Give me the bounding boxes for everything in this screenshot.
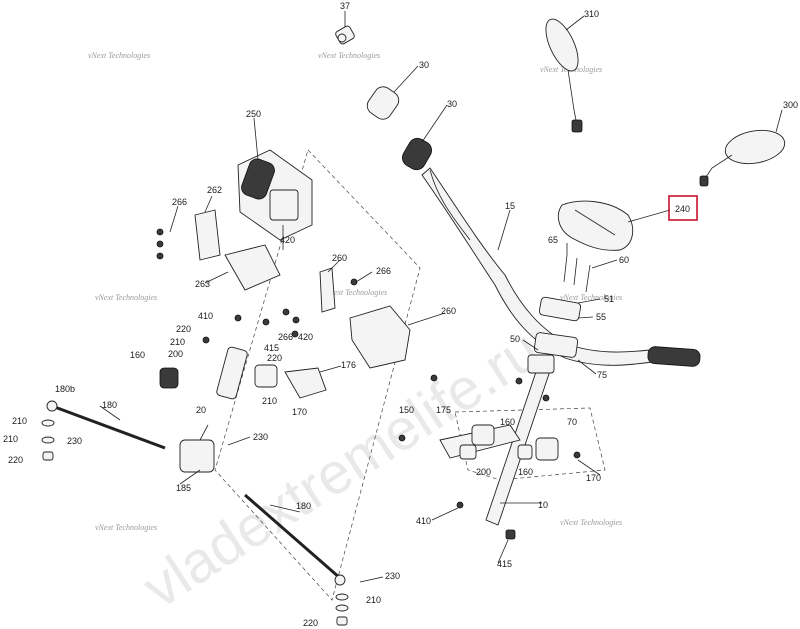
callout-170: 170 [586, 473, 601, 483]
callout-230: 230 [67, 436, 82, 446]
callout-175: 175 [436, 405, 451, 415]
bolts-65[interactable] [563, 254, 591, 293]
callout-266: 266 [376, 266, 391, 276]
callout-55: 55 [596, 312, 606, 322]
bar-end-plug[interactable] [335, 25, 356, 45]
callout-250: 250 [246, 109, 261, 119]
left-mirror[interactable] [539, 15, 584, 133]
callout-180: 180 [102, 400, 117, 410]
callout-185: 185 [176, 483, 191, 493]
callout-150: 150 [399, 405, 414, 415]
callout-240: 240 [675, 204, 690, 214]
callout-200: 200 [476, 467, 491, 477]
power-steering-unit[interactable] [237, 149, 313, 250]
callout-30: 30 [447, 99, 457, 109]
callout-176: 176 [341, 360, 356, 370]
callout-60: 60 [619, 255, 629, 265]
watermark-vnext: vNext Technologies [95, 293, 157, 302]
steering-column[interactable] [485, 354, 555, 526]
bracket-263[interactable] [224, 244, 281, 291]
small-hardware [156, 228, 581, 509]
callout-220: 220 [303, 618, 318, 628]
callout-210: 210 [170, 337, 185, 347]
callout-220: 220 [267, 353, 282, 363]
watermark-vnext: vNext Technologies [560, 518, 622, 527]
callout-50: 50 [510, 334, 520, 344]
right-mirror[interactable] [699, 126, 787, 187]
watermark-vnext: vNext Technologies [325, 288, 387, 297]
callout-230: 230 [253, 432, 268, 442]
callout-75: 75 [597, 370, 607, 380]
callout-420: 420 [298, 332, 313, 342]
callout-180: 180 [296, 501, 311, 511]
callout-260: 260 [332, 253, 347, 263]
callout-210: 210 [366, 595, 381, 605]
callout-263: 263 [195, 279, 210, 289]
callout-260: 260 [441, 306, 456, 316]
handlebar-clamp[interactable] [533, 296, 582, 358]
handlebar[interactable] [421, 167, 701, 367]
callout-210: 210 [262, 396, 277, 406]
dashed-frame-bracket [454, 407, 606, 481]
handlebar-cover[interactable] [557, 200, 634, 251]
tie-rod-lower[interactable] [244, 493, 346, 586]
callout-266: 266 [172, 197, 187, 207]
callouts: 37 310 30 30 300 250 240 15 262 266 420 … [3, 1, 798, 628]
bushing-160[interactable] [159, 367, 179, 389]
steering-arm[interactable] [216, 346, 278, 400]
highlight-box-240[interactable] [668, 195, 698, 221]
callout-210: 210 [12, 416, 27, 426]
dashed-frame-steering [214, 149, 421, 601]
clamp-176[interactable] [284, 367, 327, 399]
callout-266: 266 [278, 332, 293, 342]
callout-415: 415 [264, 343, 279, 353]
steering-cap[interactable] [505, 529, 516, 540]
bracket-260b[interactable] [349, 305, 411, 369]
callout-15: 15 [505, 201, 515, 211]
callout-37: 37 [340, 1, 350, 11]
watermark-vnext: vNext Technologies [88, 51, 150, 60]
callout-160: 160 [500, 417, 515, 427]
watermark-vnext: vNext Technologies [560, 293, 622, 302]
callout-200: 200 [168, 349, 183, 359]
callout-410: 410 [416, 516, 431, 526]
left-grip[interactable] [364, 83, 403, 122]
right-grip[interactable] [647, 346, 701, 367]
washers-left[interactable] [41, 419, 55, 461]
callout-415: 415 [497, 559, 512, 569]
bracket-260[interactable] [319, 267, 336, 313]
callout-220: 220 [8, 455, 23, 465]
callout-20: 20 [196, 405, 206, 415]
callout-160: 160 [130, 350, 145, 360]
callout-160: 160 [518, 467, 533, 477]
callout-262: 262 [207, 185, 222, 195]
callout-410: 410 [198, 311, 213, 321]
washers-lower[interactable] [335, 593, 349, 626]
callout-65: 65 [548, 235, 558, 245]
watermark-vnext: vNext Technologies [318, 51, 380, 60]
callout-51: 51 [604, 294, 614, 304]
callout-420: 420 [280, 235, 295, 245]
tie-rod-center[interactable] [179, 424, 215, 473]
throttle-cable [429, 169, 471, 241]
watermark-vnext: vNext Technologies [95, 523, 157, 532]
callout-180b: 180b [55, 384, 75, 394]
callout-300: 300 [783, 100, 798, 110]
callout-210: 210 [3, 434, 18, 444]
column-support-bracket[interactable] [439, 424, 559, 461]
callout-310: 310 [584, 9, 599, 19]
left-grip-black[interactable] [399, 135, 435, 173]
callout-10: 10 [538, 500, 548, 510]
callout-220: 220 [176, 324, 191, 334]
callout-70: 70 [567, 417, 577, 427]
callout-30: 30 [419, 60, 429, 70]
callout-170: 170 [292, 407, 307, 417]
leader-lines [99, 11, 783, 583]
bracket-262[interactable] [194, 209, 221, 261]
tie-rod-left[interactable] [46, 400, 166, 450]
callout-230: 230 [385, 571, 400, 581]
